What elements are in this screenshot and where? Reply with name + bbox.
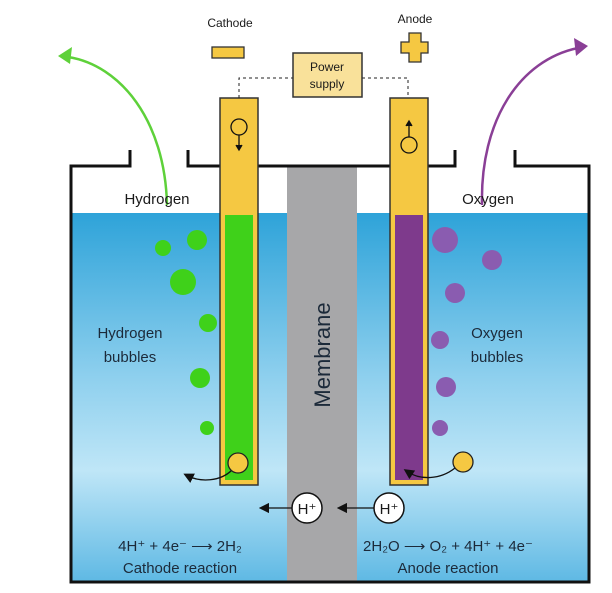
cathode-equation: 4H⁺ + 4e⁻ ⟶ 2H₂: [118, 538, 242, 555]
plus-icon: [400, 32, 429, 63]
hydrogen-arrowhead: [58, 47, 72, 64]
cathode-electron-arrow: [183, 469, 233, 483]
tank: [69, 150, 591, 584]
proton-membrane: H⁺: [291, 492, 323, 524]
minus-icon: [211, 46, 245, 59]
oxygen-label: Oxygen: [462, 191, 514, 208]
anode-electrode: [389, 97, 429, 486]
anode-equation: 2H₂O ⟶ O₂ + 4H⁺ + 4e⁻: [363, 538, 533, 555]
oxygen-arrow: [480, 46, 579, 206]
power-supply-label-1: Power: [310, 60, 344, 74]
hydrogen-bubbles-label-1: Hydrogen: [97, 325, 162, 342]
electron-up-icon: [400, 119, 418, 154]
oxygen-bubbles: [431, 227, 502, 436]
cathode-electron: [227, 452, 249, 474]
svg-text:H⁺: H⁺: [298, 501, 317, 518]
oxygen-bubbles-label-1: Oxygen: [471, 325, 523, 342]
power-supply-box: [292, 52, 363, 98]
anode-electron-arrow: [403, 467, 456, 480]
oxygen-arrowhead: [574, 38, 588, 56]
hydrogen-bubbles: [155, 230, 217, 435]
oxygen-bubbles-label-2: bubbles: [471, 349, 524, 366]
membrane-label: Membrane: [310, 302, 335, 407]
hydrogen-label: Hydrogen: [124, 191, 189, 208]
hydrogen-arrow: [67, 55, 169, 206]
electron-down-icon: [230, 118, 248, 152]
anode-label: Anode: [398, 12, 433, 26]
cathode-label: Cathode: [207, 16, 253, 30]
cathode-electrode: [219, 97, 259, 486]
power-supply-label-2: supply: [310, 77, 345, 91]
cathode-reaction-label: Cathode reaction: [123, 560, 237, 577]
hydrogen-bubbles-label-2: bubbles: [104, 349, 157, 366]
wire-anode: [362, 77, 409, 98]
svg-text:H⁺: H⁺: [380, 501, 399, 518]
anode-electron: [452, 451, 474, 473]
wire-cathode: [238, 77, 293, 98]
proton-anode: H⁺: [373, 492, 405, 524]
anode-reaction-label: Anode reaction: [398, 560, 499, 577]
